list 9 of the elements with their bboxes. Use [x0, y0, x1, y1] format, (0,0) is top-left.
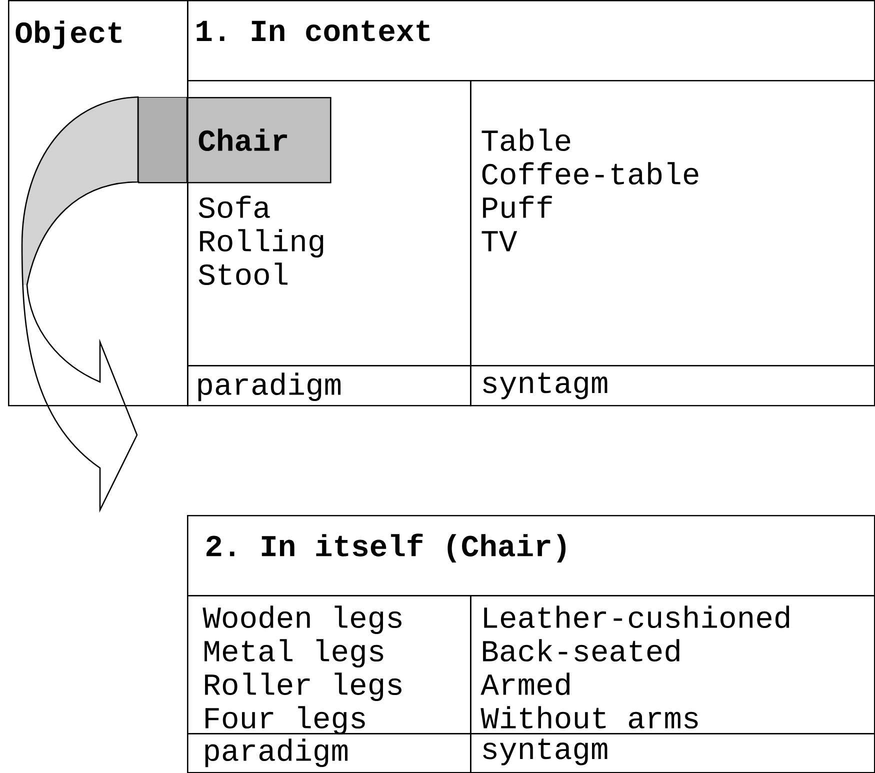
- table-cell: syntagm: [470, 732, 875, 773]
- table-cell: syntagm: [470, 364, 875, 406]
- table-cell: Object: [8, 0, 188, 406]
- table-cell: paradigm: [187, 364, 472, 406]
- highlighted-box: Chair: [138, 96, 332, 184]
- table-cell: Table Coffee-table Puff TV: [470, 80, 875, 366]
- table-header-cell: 2. In itself (Chair): [187, 514, 875, 596]
- block-arrow: [21, 96, 139, 511]
- table-header-cell: 1. In context: [187, 0, 875, 82]
